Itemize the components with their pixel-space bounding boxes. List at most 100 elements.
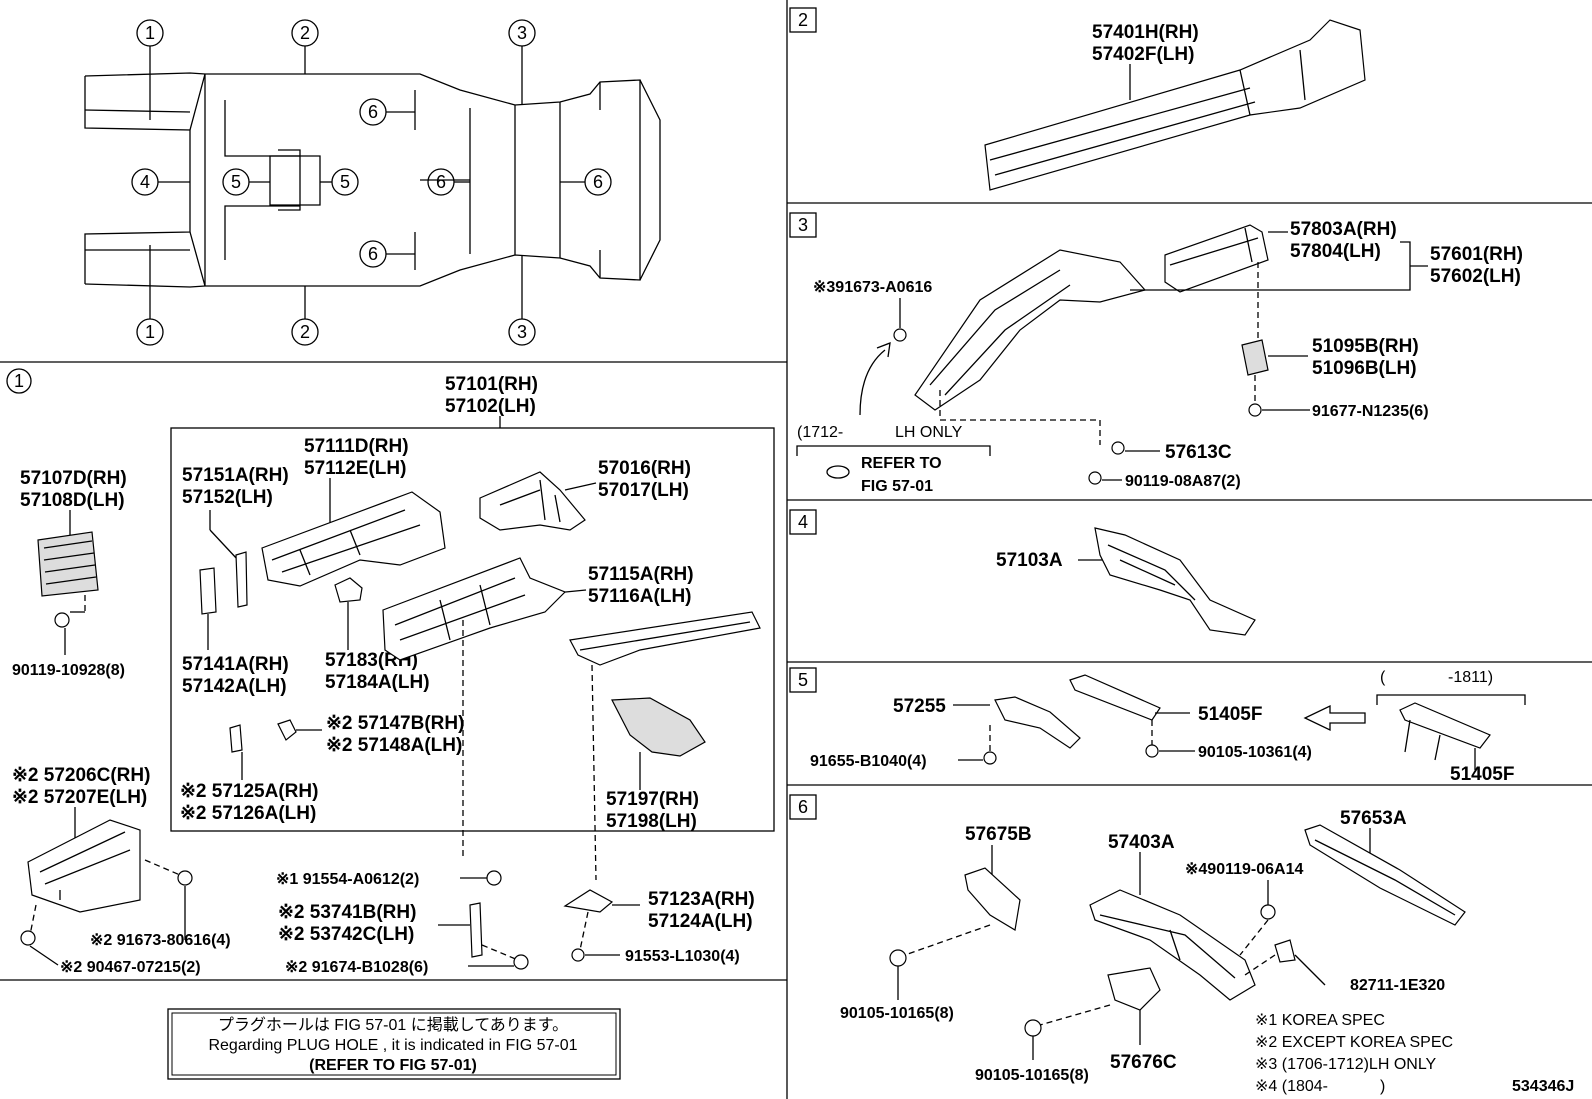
diagram-code: 534346J [1512, 1078, 1574, 1095]
bolt-91677 [1248, 403, 1262, 417]
index-6-b: 6 [368, 244, 378, 264]
part-91673-80616: ※2 91673-80616(4) [90, 932, 231, 949]
part-57653a: 57653A [1340, 808, 1407, 829]
part-57401h: 57401H(RH) [1092, 22, 1199, 43]
overview-callouts: 1 2 3 4 5 5 6 6 6 6 1 2 3 [131, 19, 612, 346]
part-91655: 91655-B1040(4) [810, 753, 927, 770]
part-57125a: ※2 57125A(RH) [180, 781, 318, 802]
arrow-curve [859, 349, 886, 416]
section-4: 4 57103A [789, 509, 1256, 636]
refer-to: REFER TO [861, 455, 942, 472]
part-90467: ※2 90467-07215(2) [60, 959, 201, 976]
frame-57115-shape [382, 557, 567, 661]
index-4: 4 [140, 172, 150, 192]
part-90119-08a87: 90119-08A87(2) [1125, 473, 1241, 490]
part-57675b: 57675B [965, 824, 1032, 845]
bracket-57676-shape [1107, 967, 1161, 1011]
bolt-91655 [983, 751, 997, 765]
lh-only-start: (1712- [797, 424, 843, 441]
crossmember-51405-alt-shape [1399, 702, 1491, 749]
bracket-57206-shape [27, 819, 141, 913]
part-90105-a: 90105-10165(8) [840, 1005, 954, 1022]
bracket-57141-shape [199, 567, 217, 615]
part-57116a: 57116A(LH) [588, 586, 692, 607]
plug-hole-note: プラグホールは FIG 57-01 に掲載してあります。 Regarding P… [167, 1008, 621, 1080]
bracket-57107-shape [37, 531, 99, 597]
lh-only-label: LH ONLY [895, 424, 963, 441]
part-57108d: 57108D(LH) [20, 490, 125, 511]
range-end: -1811) [1448, 669, 1493, 686]
assy-frame [170, 427, 775, 832]
part-57804: 57804(LH) [1290, 241, 1381, 262]
bolt-90119-08a87 [1088, 471, 1102, 485]
index-3-bottom: 3 [517, 322, 527, 342]
section-6: 6 57675B 90105-10165(8) 57403A 90105-101… [789, 794, 1574, 1095]
part-57601: 57601(RH) [1430, 244, 1523, 265]
part-57151a: 57151A(RH) [182, 465, 289, 486]
section-5-index: 5 [798, 670, 808, 690]
note-1804-close: ) [1380, 1078, 1385, 1095]
part-57112e: 57112E(LH) [304, 458, 406, 479]
index-6-d: 6 [593, 172, 603, 192]
part-57147b: ※2 57147B(RH) [326, 713, 464, 734]
rocker-57401-shape [984, 19, 1366, 191]
part-53742c: ※2 53742C(LH) [278, 924, 414, 945]
part-82711: 82711-1E320 [1350, 977, 1445, 994]
bracket-57151-shape [235, 551, 248, 608]
part-57123a: 57123A(RH) [648, 889, 755, 910]
plug-note-en: Regarding PLUG HOLE , it is indicated in… [208, 1037, 577, 1054]
bracket-53741-shape [469, 902, 483, 958]
plug-note-refer: (REFER TO FIG 57-01) [309, 1057, 477, 1074]
part-57016: 57016(RH) [598, 458, 691, 479]
bracket-57125-shape [229, 724, 243, 753]
plug-note-jp: プラグホールは FIG 57-01 に掲載してあります。 [218, 1016, 568, 1034]
part-51405f-alt: 51405F [1450, 764, 1514, 785]
part-57402f: 57402F(LH) [1092, 44, 1194, 65]
part-57107d: 57107D(RH) [20, 468, 127, 489]
part-91554: ※1 91554-A0612(2) [276, 871, 419, 888]
bolt-90119-06a14 [1260, 904, 1276, 920]
crossmember-51405-shape [1069, 674, 1161, 721]
note-1804: ※4 (1804- [1255, 1078, 1328, 1095]
part-57102: 57102(LH) [445, 396, 536, 417]
bolt-90119-10928 [54, 612, 70, 628]
bolt-90105-10361 [1145, 744, 1159, 758]
plug-hole-icon [826, 465, 850, 479]
part-57207e: ※2 57207E(LH) [12, 787, 147, 808]
bolt-91554 [486, 870, 502, 886]
bracket-57675-shape [964, 867, 1021, 931]
bracket-57147-shape [277, 719, 297, 741]
index-1-top: 1 [145, 23, 155, 43]
part-90105-10361: 90105-10361(4) [1198, 744, 1312, 761]
index-2-top: 2 [300, 23, 310, 43]
index-5-left: 5 [231, 172, 241, 192]
arrow-left-icon [1303, 704, 1366, 732]
bracket-57197-shape [611, 697, 706, 757]
bracket-57016-shape [479, 471, 586, 531]
part-51405f: 51405F [1198, 704, 1262, 725]
note-korea: ※1 KOREA SPEC [1255, 1012, 1385, 1029]
part-57676c: 57676C [1110, 1052, 1177, 1073]
member-57103-shape [1094, 527, 1256, 636]
section-2: 2 57401H(RH) 57402F(LH) [789, 7, 1366, 191]
bolt-91553 [571, 948, 585, 962]
section-3-index: 3 [798, 215, 808, 235]
bolt-90467 [20, 930, 36, 946]
part-57124a: 57124A(LH) [648, 911, 753, 932]
bracket-57255-shape [994, 696, 1081, 749]
bolt-57613 [1111, 441, 1125, 455]
part-57602: 57602(LH) [1430, 266, 1521, 287]
part-90105-b: 90105-10165(8) [975, 1067, 1089, 1084]
part-57115a: 57115A(RH) [588, 564, 694, 585]
section-1-index: 1 [14, 371, 24, 391]
section-3: 3 ※391673-A0616 57803A(RH) 57804(LH) 576… [789, 212, 1523, 495]
part-57111d: 57111D(RH) [304, 436, 409, 457]
index-5-right: 5 [340, 172, 350, 192]
floor-overview [84, 72, 661, 288]
part-90119-10928: 90119-10928(8) [12, 662, 125, 679]
part-57206c: ※2 57206C(RH) [12, 765, 150, 786]
part-91677: 91677-N1235(6) [1312, 403, 1429, 420]
part-91553: 91553-L1030(4) [625, 948, 740, 965]
part-51095b: 51095B(RH) [1312, 336, 1419, 357]
clip-82711-shape [1274, 939, 1296, 963]
